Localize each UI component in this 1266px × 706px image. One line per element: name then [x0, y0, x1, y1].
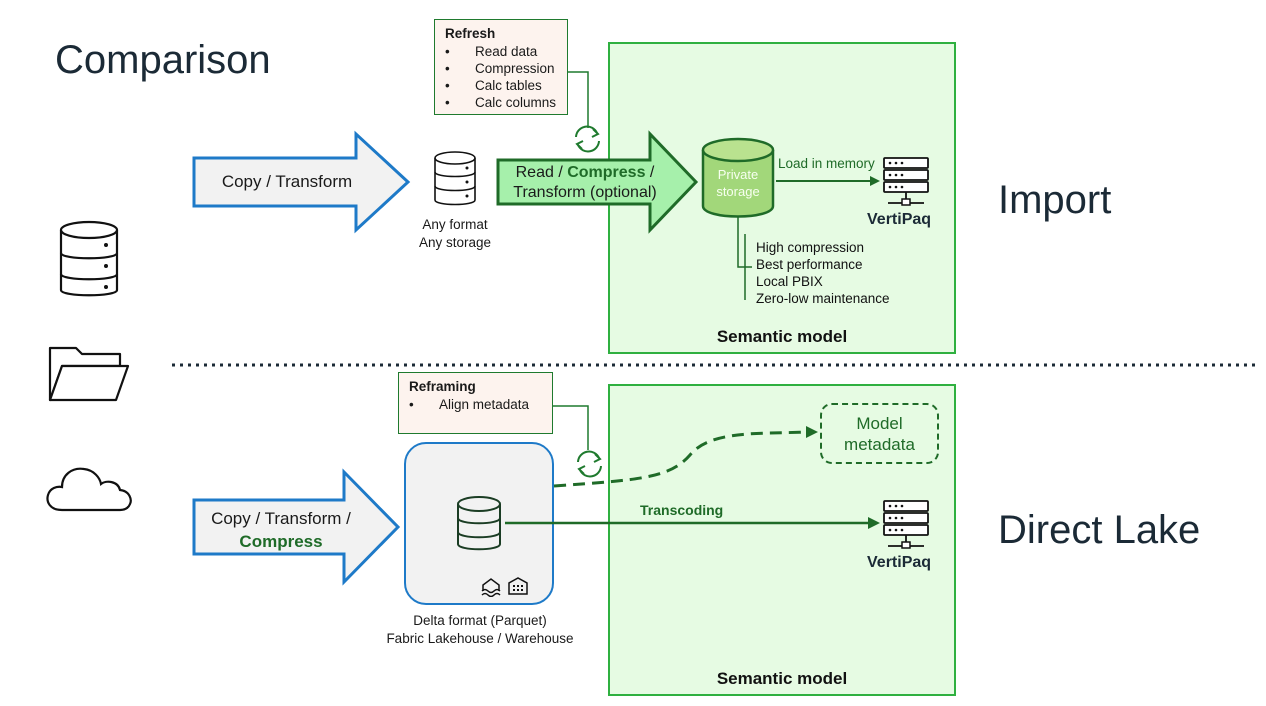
copy-transform-text: Copy / Transform / [211, 509, 351, 528]
transcoding-label: Transcoding [640, 502, 724, 518]
storage-caption: Any format Any storage [400, 216, 510, 252]
refresh-icon [577, 450, 602, 478]
read-prefix: Read / [515, 164, 568, 181]
private-storage-cylinder [701, 137, 775, 218]
lake-caption-line: Delta format (Parquet) [413, 613, 547, 628]
storage-caption-line: Any format [422, 217, 488, 232]
read-compress-label: Read / Compress / Transform (optional) [500, 163, 670, 203]
compress-text: Compress [239, 532, 323, 551]
refresh-item: Compression [445, 60, 557, 77]
cloud-icon [46, 467, 132, 512]
database-icon [457, 496, 501, 551]
refresh-icon [575, 125, 600, 153]
feature-item: Best performance [756, 257, 863, 272]
vertipaq-label: VertiPaq [867, 554, 932, 571]
feature-item: Zero-low maintenance [756, 291, 890, 306]
model-metadata-line: Model [856, 414, 903, 433]
lake-caption-line: Fabric Lakehouse / Warehouse [386, 631, 574, 646]
copy-transform-compress-label: Copy / Transform / Compress [196, 507, 366, 553]
storage-caption-line: Any storage [418, 235, 492, 250]
private-storage-label: Private storage [703, 166, 773, 200]
reframing-item: Align metadata [409, 396, 542, 413]
refresh-note: Refresh Read data Compression Calc table… [434, 19, 568, 115]
semantic-model-label: Semantic model [716, 327, 848, 346]
model-metadata-box: Model metadata [820, 403, 939, 464]
refresh-item: Calc tables [445, 77, 557, 94]
compress-bold: Compress [567, 164, 646, 181]
import-label: Import [998, 178, 1112, 222]
read-line2: Transform (optional) [513, 184, 657, 201]
load-in-memory-label: Load in memory [778, 156, 875, 171]
lake-icon [481, 578, 501, 597]
copy-transform-label: Copy / Transform [221, 172, 353, 191]
page-title: Comparison [55, 38, 271, 82]
read-suffix: / [645, 164, 655, 181]
read-compress-arrow [496, 130, 699, 234]
copy-transform-arrow [192, 130, 411, 234]
model-metadata-line: metadata [844, 435, 915, 454]
refresh-item: Calc columns [445, 94, 557, 111]
reframing-note: Reframing Align metadata [398, 372, 553, 434]
features-list: High compression Best performance Local … [756, 239, 890, 307]
private-storage-line: storage [716, 184, 760, 199]
folder-icon [48, 346, 130, 402]
storage-database-icon [434, 151, 476, 206]
vertipaq-label: VertiPaq [867, 211, 932, 228]
lake-caption: Delta format (Parquet) Fabric Lakehouse … [360, 612, 600, 648]
reframing-title: Reframing [409, 379, 476, 394]
private-storage-line: Private [717, 167, 759, 182]
feature-item: Local PBIX [756, 274, 823, 289]
server-icon [883, 157, 929, 193]
refresh-item: Read data [445, 43, 557, 60]
refresh-title: Refresh [445, 26, 496, 41]
warehouse-icon [508, 577, 528, 595]
direct-lake-label: Direct Lake [998, 508, 1201, 552]
copy-transform-compress-arrow [192, 468, 401, 586]
database-icon [59, 220, 119, 297]
feature-item: High compression [756, 240, 865, 255]
